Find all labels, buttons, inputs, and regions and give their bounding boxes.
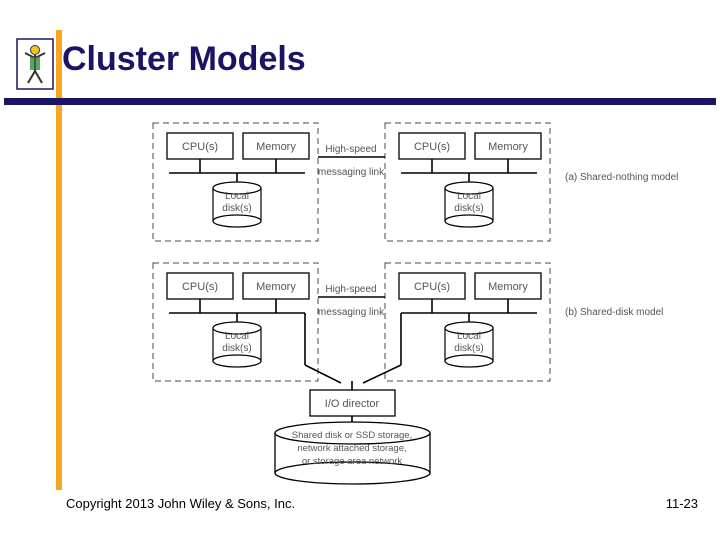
node-b-right-cpu-label: CPU(s) [414,281,450,293]
node-a-left-disk-label-2: disk(s) [222,203,251,214]
title-divider-rule [4,98,716,105]
link-b-label-line2: messaging link [318,307,385,318]
link-b-label-line1: High-speed [325,284,376,295]
io-director-label: I/O director [325,398,380,410]
shared-storage-cylinder [274,421,431,485]
footer-copyright: Copyright 2013 John Wiley & Sons, Inc. [66,496,296,511]
node-b-left-memory-label: Memory [256,281,296,293]
node-b-right-disk-label-1: Local [457,331,481,342]
link-a-label-line1: High-speed [325,144,376,155]
node-b-left-disk-shape [212,321,262,368]
node-a-left-disk-shape [212,181,262,228]
node-a-right-disk-label-1: Local [457,191,481,202]
node-a-left-cpu-label: CPU(s) [182,141,218,153]
node-a-left-disk-label-1: Local [225,191,249,202]
node-b-left-disk-label-1: Local [225,331,249,342]
footer-page-number: 11-23 [665,496,698,511]
node-a-right-disk-shape [444,181,494,228]
link-a-label-line2: messaging link [318,167,385,178]
node-b-right-disk-shape [444,321,494,368]
cluster-models-diagram: CPU(s) Memory Local disk(s) CPU(s) Memor… [145,115,690,485]
caption-shared-disk: (b) Shared-disk model [565,307,663,318]
person-mascot-icon [16,38,54,90]
node-b-left-disk-label-2: disk(s) [222,343,251,354]
node-b-right-memory-label: Memory [488,281,528,293]
node-a-right-disk-label-2: disk(s) [454,203,483,214]
gold-accent-bar [56,30,62,490]
node-b-left-cpu-label: CPU(s) [182,281,218,293]
page-title: Cluster Models [62,40,306,78]
shared-storage-label-3: or storage area network [302,456,403,467]
node-a-left-memory-label: Memory [256,141,296,153]
shared-storage-label-2: network attached storage, [297,443,406,454]
node-b-right-disk-label-2: disk(s) [454,343,483,354]
node-a-right-cpu-label: CPU(s) [414,141,450,153]
caption-shared-nothing: (a) Shared-nothing model [565,172,678,183]
node-a-right-memory-label: Memory [488,141,528,153]
shared-storage-label-1: Shared disk or SSD storage, [292,430,412,441]
